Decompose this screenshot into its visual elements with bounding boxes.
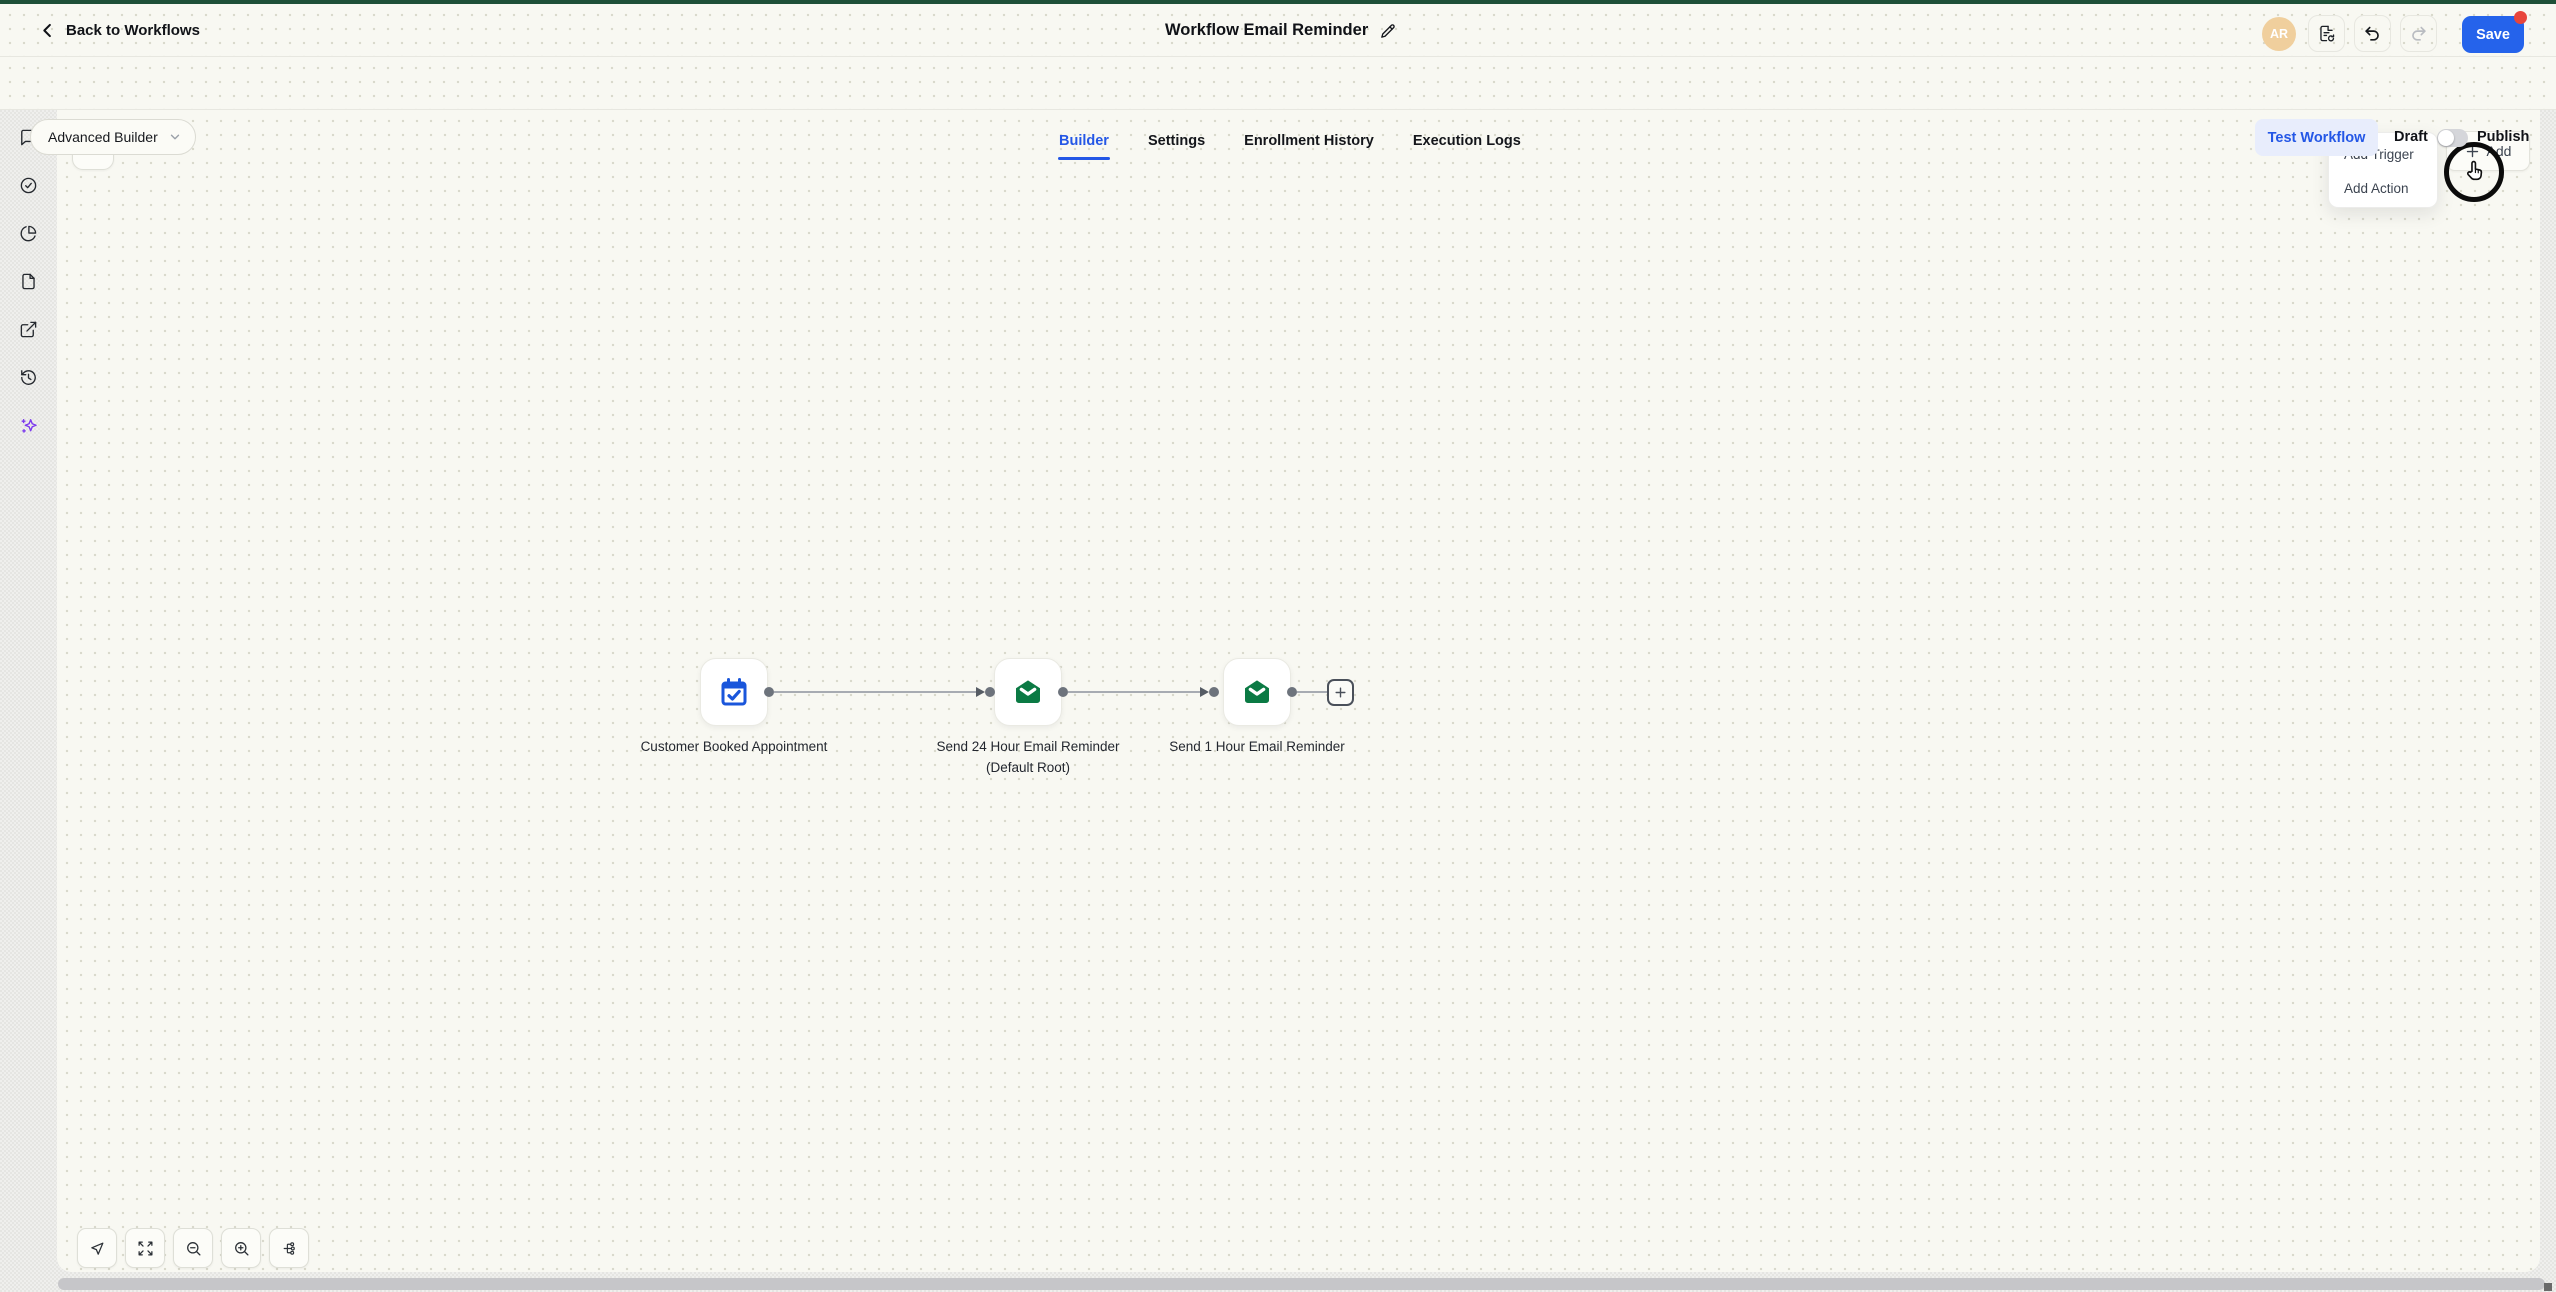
hand-cursor-icon — [2466, 160, 2483, 181]
connector-dot — [1058, 687, 1068, 697]
add-step-button[interactable] — [1327, 679, 1354, 706]
draft-label: Draft — [2394, 129, 2428, 145]
plus-icon — [1335, 687, 1346, 698]
save-button-label: Save — [2476, 26, 2510, 43]
redo-button[interactable] — [2400, 15, 2437, 52]
workflow-node-trigger[interactable] — [700, 658, 768, 726]
avatar[interactable]: AR — [2262, 17, 2296, 51]
builder-mode-label: Advanced Builder — [48, 129, 158, 145]
workflow-tabs: Builder Settings Enrollment History Exec… — [1058, 114, 1522, 167]
connector-line — [1297, 691, 1327, 693]
test-workflow-button[interactable]: Test Workflow — [2255, 119, 2378, 156]
undo-button[interactable] — [2354, 15, 2391, 52]
left-icon-sidebar — [0, 110, 57, 1292]
canvas-toolbar — [77, 1228, 309, 1268]
sidebar-item-stats[interactable] — [13, 218, 44, 249]
zoom-in-button[interactable] — [221, 1228, 261, 1268]
workflow-versions-button[interactable] — [2308, 15, 2345, 52]
email-icon — [1245, 680, 1269, 703]
tree-layout-icon — [283, 1241, 295, 1255]
avatar-initials: AR — [2269, 27, 2289, 41]
select-cursor-button[interactable] — [77, 1228, 117, 1268]
test-workflow-label: Test Workflow — [2267, 129, 2366, 146]
window-top-accent-bar — [0, 0, 2556, 4]
zoom-in-icon — [234, 1241, 249, 1256]
tab-execution-logs[interactable]: Execution Logs — [1412, 132, 1521, 149]
connector-arrow — [1200, 687, 1209, 697]
cursor-icon — [90, 1242, 103, 1255]
menu-item-add-action[interactable]: Add Action — [2344, 180, 2409, 196]
connector-dot — [985, 687, 995, 697]
check-circle-icon — [20, 177, 37, 194]
history-icon — [21, 370, 36, 385]
auto-layout-button[interactable] — [269, 1228, 309, 1268]
chevron-down-icon — [170, 134, 180, 140]
external-link-icon — [20, 321, 37, 338]
back-link-label: Back to Workflows — [66, 22, 200, 39]
pie-chart-icon — [20, 225, 37, 242]
email-icon — [1016, 680, 1040, 703]
publish-toggle[interactable] — [2437, 129, 2468, 147]
calendar-check-icon — [721, 678, 747, 706]
sidebar-item-documents[interactable] — [13, 266, 44, 297]
click-indicator-ring — [2444, 142, 2504, 202]
file-icon — [22, 273, 35, 290]
sidebar-item-external[interactable] — [13, 314, 44, 345]
connector-line — [774, 691, 976, 693]
connector-line — [1068, 691, 1200, 693]
connector-arrow — [976, 687, 985, 697]
sidebar-item-history[interactable] — [13, 362, 44, 393]
node-label: Send 1 Hour Email Reminder — [1169, 739, 1345, 754]
workflow-canvas[interactable]: Customer Booked Appointment Send 24 Hour… — [57, 110, 2540, 1272]
chevron-left-icon — [43, 23, 51, 38]
edit-title-pencil-icon[interactable] — [1379, 22, 1397, 40]
zoom-out-icon — [186, 1241, 201, 1256]
fit-view-button[interactable] — [125, 1228, 165, 1268]
builder-mode-dropdown[interactable]: Advanced Builder — [30, 119, 196, 155]
node-label: Customer Booked Appointment — [640, 739, 828, 754]
tab-builder[interactable]: Builder — [1058, 114, 1110, 167]
page-title: Workflow Email Reminder — [1165, 21, 1369, 39]
sidebar-item-ai-assistant[interactable] — [13, 410, 44, 441]
header-bar: Back to Workflows Workflow Email Reminde… — [0, 4, 2556, 57]
horizontal-scrollbar[interactable] — [58, 1278, 2545, 1290]
tab-enrollment-history[interactable]: Enrollment History — [1244, 132, 1374, 149]
zoom-out-button[interactable] — [173, 1228, 213, 1268]
tab-settings[interactable]: Settings — [1147, 132, 1206, 149]
unsaved-changes-badge — [2514, 11, 2527, 24]
connector-dot — [764, 687, 774, 697]
scrollbar-corner — [2544, 1283, 2552, 1291]
ai-sparkles-icon — [20, 418, 37, 433]
workflow-node-email-1h[interactable] — [1223, 658, 1291, 726]
workflow-title-group: Workflow Email Reminder — [1165, 4, 1397, 57]
document-history-icon — [2320, 25, 2335, 42]
node-label: Send 24 Hour Email Reminder (Default Roo… — [936, 739, 1120, 775]
sidebar-item-tasks[interactable] — [13, 170, 44, 201]
expand-icon — [137, 1240, 153, 1256]
toggle-knob — [2438, 130, 2454, 146]
back-to-workflows-link[interactable]: Back to Workflows — [38, 4, 200, 57]
connector-dot — [1209, 687, 1219, 697]
undo-icon — [2365, 26, 2379, 41]
redo-icon — [2412, 26, 2426, 41]
publish-label: Publish — [2477, 129, 2530, 145]
connector-dot — [1287, 687, 1297, 697]
workflow-node-email-24h[interactable] — [994, 658, 1062, 726]
save-button[interactable]: Save — [2462, 16, 2524, 53]
toolbar-row: Advanced Builder Builder Settings Enroll… — [0, 57, 2556, 160]
